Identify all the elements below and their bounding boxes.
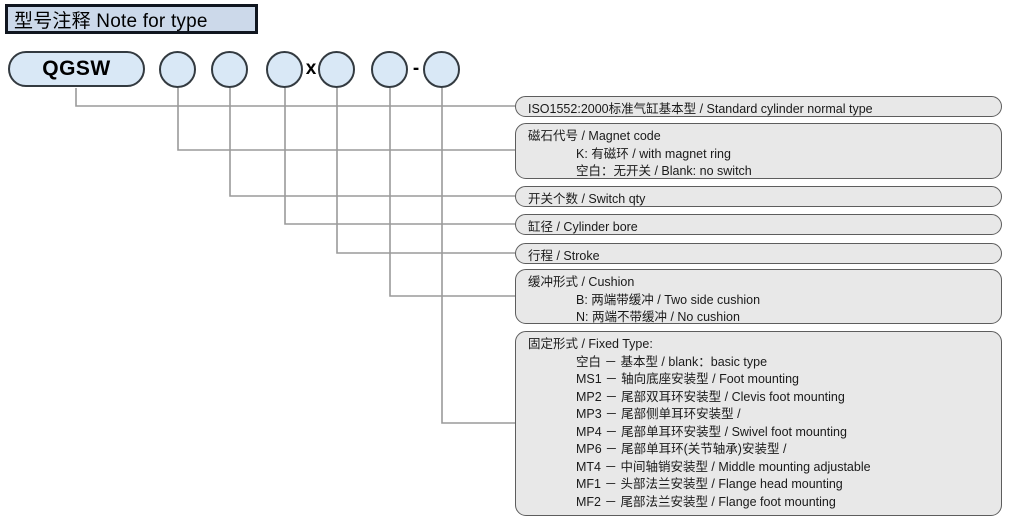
note-line: ISO1552:2000标准气缸基本型 / Standard cylinder … [528, 102, 873, 116]
note-box-stroke: 行程 / Stroke [515, 243, 1002, 264]
note-box-cushion: 缓冲形式 / Cushion B: 两端带缓冲 / Two side cushio… [515, 269, 1002, 324]
note-line: 开关个数 / Switch qty [528, 192, 646, 206]
note-line: 空白 － 基本型 / blank：basic type [576, 354, 768, 369]
note-line: MP3 － 尾部侧单耳环安装型 / [576, 407, 741, 421]
code-placeholder-5 [371, 51, 408, 88]
wire-fixed-type [441, 88, 515, 424]
wire-cushion [389, 88, 515, 297]
note-line: MS1 － 轴向底座安装型 / Foot mounting [576, 372, 799, 386]
wire-switch-qty [229, 88, 515, 197]
wire-cylinder-bore [284, 88, 515, 225]
wire-magnet-code [177, 88, 515, 151]
note-line: MP2 － 尾部双耳环安装型 / Clevis foot mounting [576, 389, 845, 404]
note-line: MT4 － 中间轴销安装型 / Middle mounting adjustab… [576, 459, 871, 474]
note-line: 缸径 / Cylinder bore [528, 220, 638, 234]
code-placeholder-2 [211, 51, 248, 88]
note-line: MF1 － 头部法兰安装型 / Flange head mounting [576, 477, 843, 491]
note-line: 磁石代号 / Magnet code [528, 129, 661, 143]
code-placeholder-4 [318, 51, 355, 88]
code-placeholder-1 [159, 51, 196, 88]
note-line: K: 有磁环 / with magnet ring [576, 146, 731, 161]
note-line: MP4 － 尾部单耳环安装型 / Swivel foot mounting [576, 424, 847, 439]
note-box-cylinder-bore: 缸径 / Cylinder bore [515, 214, 1002, 235]
note-box-switch-qty: 开关个数 / Switch qty [515, 186, 1002, 207]
code-placeholder-6 [423, 51, 460, 88]
note-line: N: 两端不带缓冲 / No cushion [576, 310, 740, 324]
note-box-standard-type: ISO1552:2000标准气缸基本型 / Standard cylinder … [515, 96, 1002, 117]
note-line: B: 两端带缓冲 / Two side cushion [576, 292, 761, 307]
wire-standard-type [75, 88, 515, 107]
note-line: 缓冲形式 / Cushion [528, 275, 635, 289]
note-line: MF2 － 尾部法兰安装型 / Flange foot mounting [576, 494, 836, 509]
note-line: 空白：无开关 / Blank: no switch [576, 164, 752, 178]
note-line: MP6 － 尾部单耳环(关节轴承)安装型 / [576, 442, 787, 456]
separator-x: x [305, 58, 317, 79]
note-box-magnet-code: 磁石代号 / Magnet code K: 有磁环 / with magnet r… [515, 123, 1002, 179]
page-title: 型号注释 Note for type [5, 4, 258, 34]
wire-stroke [336, 88, 515, 254]
series-code-token: QGSW [8, 51, 145, 87]
separator-dash: - [412, 58, 420, 79]
code-placeholder-3 [266, 51, 303, 88]
note-line: 固定形式 / Fixed Type: [528, 337, 653, 351]
note-box-fixed-type: 固定形式 / Fixed Type: 空白 － 基本型 / blank：basic… [515, 331, 1002, 516]
note-line: 行程 / Stroke [528, 249, 600, 263]
